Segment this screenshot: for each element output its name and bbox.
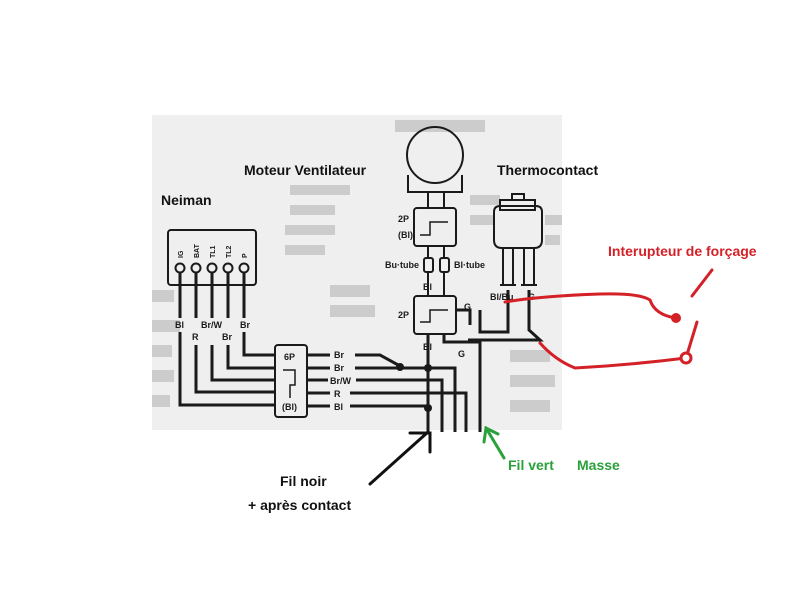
label-neiman-wire-br-2: Br xyxy=(240,320,250,330)
label-interrupteur-forcage: Interupteur de forçage xyxy=(608,243,757,259)
green-arrow xyxy=(482,425,506,460)
label-neiman-wire-r: R xyxy=(192,332,199,342)
label-masse: Masse xyxy=(577,457,620,473)
label-bl-tube: Bl·tube xyxy=(454,260,485,270)
switch-contact-top xyxy=(671,313,681,323)
neiman-terminals xyxy=(174,262,250,274)
thermo-body xyxy=(493,205,543,249)
label-fil-noir: Fil noir xyxy=(280,473,327,489)
motor-circle xyxy=(406,126,464,184)
label-2p-upper: 2P xyxy=(398,214,409,224)
connector-2p-upper xyxy=(413,207,457,247)
label-6p-wire-5: Bl xyxy=(334,402,343,412)
switch-contact-bottom xyxy=(679,351,693,365)
label-6p-bl: (Bl) xyxy=(282,402,297,412)
label-neiman-wire-bl: Bl xyxy=(175,320,184,330)
label-neiman-wire-br-1: Br xyxy=(222,332,232,342)
thermo-terminal-right xyxy=(523,248,535,285)
label-fil-vert: Fil vert xyxy=(508,457,554,473)
label-thermocontact: Thermocontact xyxy=(497,162,599,178)
label-bl-mid: Bl xyxy=(423,282,432,292)
neiman-pin-bat: BAT xyxy=(194,243,201,258)
background-print xyxy=(152,120,562,412)
label-bl-low: Bl xyxy=(423,342,432,352)
label-bl-upper: (Bl) xyxy=(398,230,413,240)
neiman-pin-tl2: TL2 xyxy=(226,245,233,258)
red-wire-lower xyxy=(538,341,688,370)
label-6p: 6P xyxy=(284,352,295,362)
connector-2p-lower xyxy=(413,295,457,335)
label-neiman: Neiman xyxy=(161,192,212,208)
label-g-low: G xyxy=(458,349,465,359)
connector-6p-wires xyxy=(307,353,468,432)
label-6p-wire-2: Br xyxy=(334,363,344,373)
label-6p-wire-4: R xyxy=(334,389,341,399)
label-bu-tube: Bu·tube xyxy=(385,260,419,270)
label-neiman-wire-brw: Br/W xyxy=(201,320,223,330)
red-wire-upper xyxy=(503,292,678,320)
thermo-terminal-left xyxy=(502,248,514,285)
forcing-switch-overlay xyxy=(503,268,714,370)
thermo-wires xyxy=(468,290,544,342)
label-bl-bu: Bl/Bu xyxy=(490,292,514,302)
junction-dots xyxy=(396,363,432,412)
label-moteur-ventilateur: Moteur Ventilateur xyxy=(244,162,367,178)
neiman-wires xyxy=(178,273,275,407)
label-2p-lower: 2P xyxy=(398,310,409,320)
label-6p-wire-1: Br xyxy=(334,350,344,360)
motor-leads xyxy=(427,192,445,208)
main-wires xyxy=(426,308,482,432)
scan-background xyxy=(152,115,562,430)
label-6p-wire-3: Br/W xyxy=(330,376,352,386)
neiman-pin-ig: IG xyxy=(178,250,185,258)
neiman-pin-p: P xyxy=(242,253,249,258)
black-arrow xyxy=(368,430,432,486)
switch-pointer xyxy=(690,268,714,298)
label-apres-contact: + après contact xyxy=(248,497,352,513)
connector-6p-plug xyxy=(283,369,296,398)
label-g-mid: G xyxy=(464,302,471,312)
motor-base xyxy=(407,175,463,193)
neiman-pin-tl1: TL1 xyxy=(210,245,217,258)
